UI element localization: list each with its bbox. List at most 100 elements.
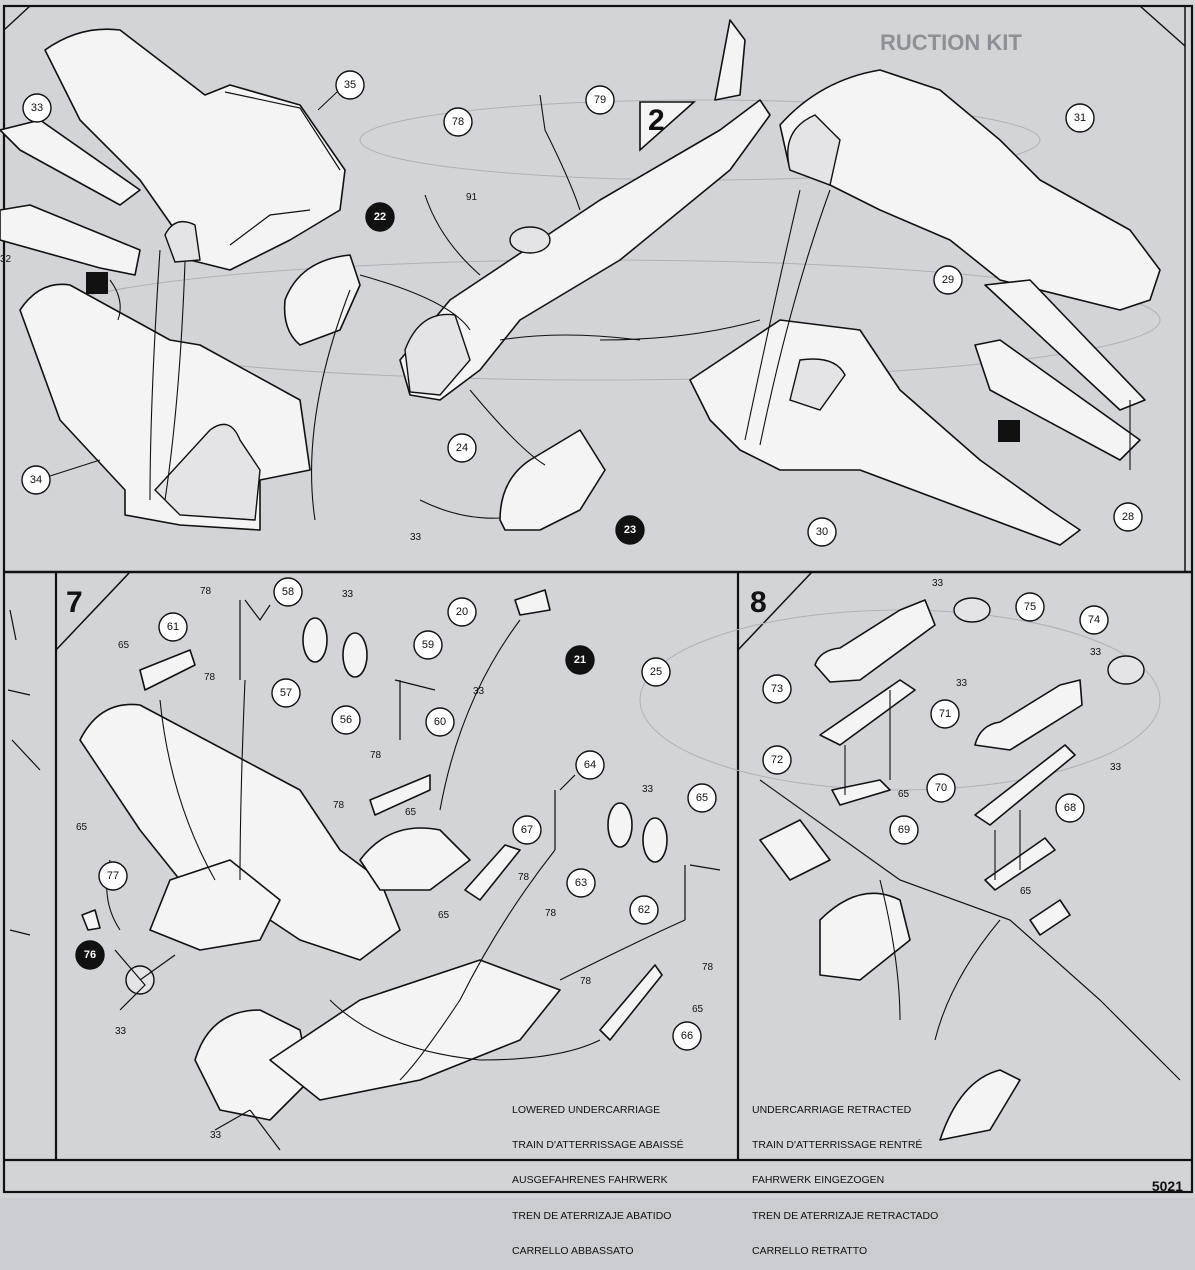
- callout-75: 75: [1015, 592, 1045, 622]
- callout-32: 32: [0, 254, 12, 265]
- callout-65: 65: [1020, 886, 1032, 897]
- page-number: 5021: [1151, 1178, 1183, 1194]
- callout-33: 33: [642, 784, 654, 795]
- callout-65: 65: [438, 910, 450, 921]
- svg-text:31: 31: [1074, 112, 1086, 124]
- callout-57: 57: [271, 678, 301, 708]
- callout-23: 23: [615, 515, 645, 545]
- callout-78: 78: [333, 800, 345, 811]
- svg-text:66: 66: [681, 1030, 693, 1042]
- svg-text:77: 77: [107, 870, 119, 882]
- svg-text:61: 61: [167, 621, 179, 633]
- caption-line: FAHRWERK EINGEZOGEN: [752, 1174, 885, 1187]
- svg-text:21: 21: [574, 654, 586, 666]
- callout-25: 25: [641, 657, 671, 687]
- caption-line: CARRELLO RETRATTO: [752, 1245, 868, 1258]
- assembly-drawing: 2 RUCTION KIT 35 33 32 34 22 78: [0, 4, 1194, 1194]
- step-2-marker: 2: [639, 101, 697, 152]
- svg-text:75: 75: [1024, 601, 1036, 613]
- callout-56: 56: [331, 705, 361, 735]
- callout-33: 33: [1090, 647, 1102, 658]
- svg-text:20: 20: [456, 606, 468, 618]
- callout-78: 78: [545, 908, 557, 919]
- caption-line: TRAIN D'ATTERRISSAGE RENTRÉ: [752, 1138, 923, 1151]
- svg-text:79: 79: [594, 94, 606, 106]
- svg-text:30: 30: [816, 526, 828, 538]
- callout-63: 63: [566, 868, 596, 898]
- svg-text:65: 65: [696, 792, 708, 804]
- canopy: [499, 429, 606, 531]
- callout-78: 78: [702, 962, 714, 973]
- callout-28: 28: [1113, 502, 1143, 532]
- callout-68: 68: [1055, 793, 1085, 823]
- svg-text:56: 56: [340, 714, 352, 726]
- callout-24: 24: [447, 433, 477, 463]
- svg-text:64: 64: [584, 759, 596, 771]
- callout-33: 33: [1110, 762, 1122, 773]
- svg-text:59: 59: [422, 639, 434, 651]
- instruction-sheet: 2 RUCTION KIT 35 33 32 34 22 78: [0, 4, 1194, 1257]
- callout-76: 76: [75, 940, 105, 970]
- caption-lowered: LOWERED UNDERCARRIAGE TRAIN D'ATTERRISSA…: [512, 1081, 684, 1270]
- caption-line: CARRELLO ABBASSATO: [512, 1245, 634, 1258]
- svg-text:32: 32: [0, 254, 12, 265]
- callout-78: 78: [370, 750, 382, 761]
- svg-text:76: 76: [84, 949, 96, 961]
- callout-73: 73: [762, 674, 792, 704]
- svg-text:23: 23: [624, 524, 636, 536]
- callout-65: 65: [692, 1004, 704, 1015]
- callout-78: 78: [580, 976, 592, 987]
- svg-text:33: 33: [31, 102, 43, 114]
- svg-text:28: 28: [1122, 511, 1134, 523]
- callout-71: 71: [930, 699, 960, 729]
- callout-65: 65: [405, 807, 417, 818]
- svg-text:24: 24: [456, 442, 468, 454]
- callout-31: 31: [1065, 103, 1095, 133]
- callout-78: 78: [443, 107, 473, 137]
- callout-34: 34: [21, 465, 51, 495]
- callout-29: 29: [933, 265, 963, 295]
- caption-line: TREN DE ATERRIZAJE RETRACTADO: [752, 1209, 939, 1222]
- callout-65: 65: [76, 822, 88, 833]
- callout-91: 91: [466, 192, 478, 203]
- step-8-number: 8: [750, 586, 767, 619]
- svg-text:22: 22: [374, 211, 386, 223]
- lower-wing-right: [689, 319, 1081, 546]
- callout-65: 65: [118, 640, 130, 651]
- black-square-marker: [998, 420, 1020, 442]
- svg-text:34: 34: [30, 474, 42, 486]
- header-fragment: RUCTION KIT: [880, 30, 1022, 55]
- step-7-corner: [55, 571, 132, 652]
- step-8-corner: [737, 571, 814, 652]
- callout-65: 65: [898, 789, 910, 800]
- svg-text:63: 63: [575, 877, 587, 889]
- caption-retracted: UNDERCARRIAGE RETRACTED TRAIN D'ATTERRIS…: [752, 1081, 938, 1270]
- callout-59: 59: [413, 630, 443, 660]
- wheel-cover-73: [814, 599, 936, 683]
- svg-text:57: 57: [280, 687, 292, 699]
- svg-text:67: 67: [521, 824, 533, 836]
- engine-cowl: [283, 254, 361, 346]
- step-2-number: 2: [648, 104, 665, 137]
- callout-74: 74: [1079, 605, 1109, 635]
- callout-33: 33: [342, 589, 354, 600]
- svg-text:69: 69: [898, 824, 910, 836]
- callout-33: 33: [22, 93, 52, 123]
- caption-line: LOWERED UNDERCARRIAGE: [512, 1103, 661, 1116]
- callout-64: 64: [575, 750, 605, 780]
- callout-35: 35: [335, 70, 365, 100]
- svg-text:25: 25: [650, 666, 662, 678]
- callout-62: 62: [629, 895, 659, 925]
- callout-78: 78: [518, 872, 530, 883]
- caption-line: TRAIN D'ATTERRISSAGE ABAISSÉ: [512, 1138, 684, 1151]
- callout-72: 72: [762, 745, 792, 775]
- svg-text:72: 72: [771, 754, 783, 766]
- caption-line: AUSGEFAHRENES FAHRWERK: [512, 1174, 668, 1187]
- callout-78: 78: [200, 586, 212, 597]
- svg-text:58: 58: [282, 586, 294, 598]
- callout-33: 33: [932, 578, 944, 589]
- svg-text:35: 35: [344, 79, 356, 91]
- callout-33: 33: [115, 1026, 127, 1037]
- callout-22: 22: [365, 202, 395, 232]
- svg-text:78: 78: [452, 116, 464, 128]
